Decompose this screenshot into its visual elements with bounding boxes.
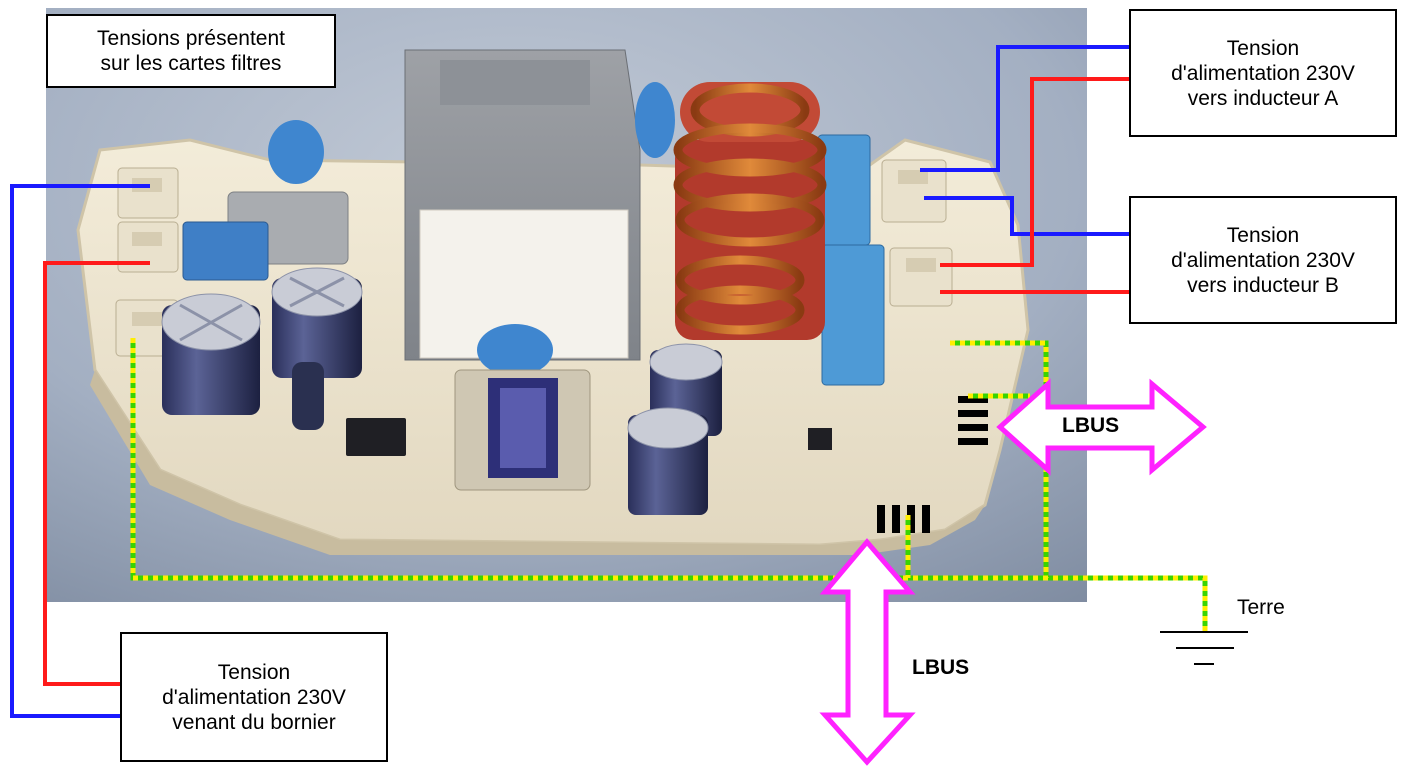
lbus-label-right: LBUS (1062, 414, 1120, 437)
lbus-connector-right (958, 396, 988, 445)
label-b-line-1: Tension (1226, 223, 1300, 247)
ic-chip (346, 418, 406, 456)
earth-wire-network (130, 338, 1208, 632)
blue-component (182, 221, 269, 281)
title-line-1: Tensions présentent (97, 27, 285, 50)
label-a-line-2: d'alimentation 230V (1171, 61, 1355, 85)
bidirectional-arrow-icon (819, 538, 916, 766)
lbus-connector-bottom (877, 505, 930, 533)
label-box-inducteur-a: Tension d'alimentation 230V vers inducte… (1129, 9, 1397, 137)
wire-blue-inducteur-a (920, 45, 1130, 172)
bidirectional-arrow-icon (996, 378, 1207, 476)
transformer (454, 369, 591, 491)
wire-blue-bornier (10, 184, 150, 718)
blue-disc-capacitor-2 (635, 82, 675, 158)
blue-disc-capacitor-3 (477, 324, 553, 376)
wire-red-bornier (43, 261, 150, 686)
small-smd-chip (808, 428, 832, 450)
ground-symbol-icon (1160, 631, 1248, 665)
electrolytic-capacitor-2 (271, 267, 363, 378)
right-connectors (881, 159, 953, 307)
label-b-line-3: vers inducteur B (1187, 273, 1339, 297)
label-box-inducteur-b: Tension d'alimentation 230V vers inducte… (1129, 196, 1397, 324)
label-bornier-line-3: venant du bornier (172, 710, 336, 734)
terre-label: Terre (1237, 596, 1285, 619)
label-a-line-3: vers inducteur A (1187, 86, 1339, 110)
wire-blue-inducteur-b (924, 196, 1130, 236)
common-mode-choke (673, 82, 827, 340)
title-line-2: sur les cartes filtres (100, 52, 282, 75)
electrolytic-capacitor-1 (161, 293, 261, 415)
wire-red-inducteur-a (940, 77, 1130, 267)
label-a-line-1: Tension (1226, 36, 1300, 60)
x-capacitor-block (404, 49, 641, 361)
electrolytic-capacitor-4 (627, 407, 709, 515)
lbus-label-bottom: LBUS (912, 656, 970, 679)
label-box-bornier: Tension d'alimentation 230V venant du bo… (120, 632, 388, 762)
blue-disc-capacitor-1 (268, 120, 324, 184)
title-box: Tensions présentent sur les cartes filtr… (46, 14, 336, 88)
label-bornier-line-2: d'alimentation 230V (162, 685, 346, 709)
label-b-line-2: d'alimentation 230V (1171, 248, 1355, 272)
small-transistor (292, 362, 324, 430)
blue-film-capacitor-2 (821, 244, 885, 386)
label-bornier-line-1: Tension (217, 660, 291, 684)
